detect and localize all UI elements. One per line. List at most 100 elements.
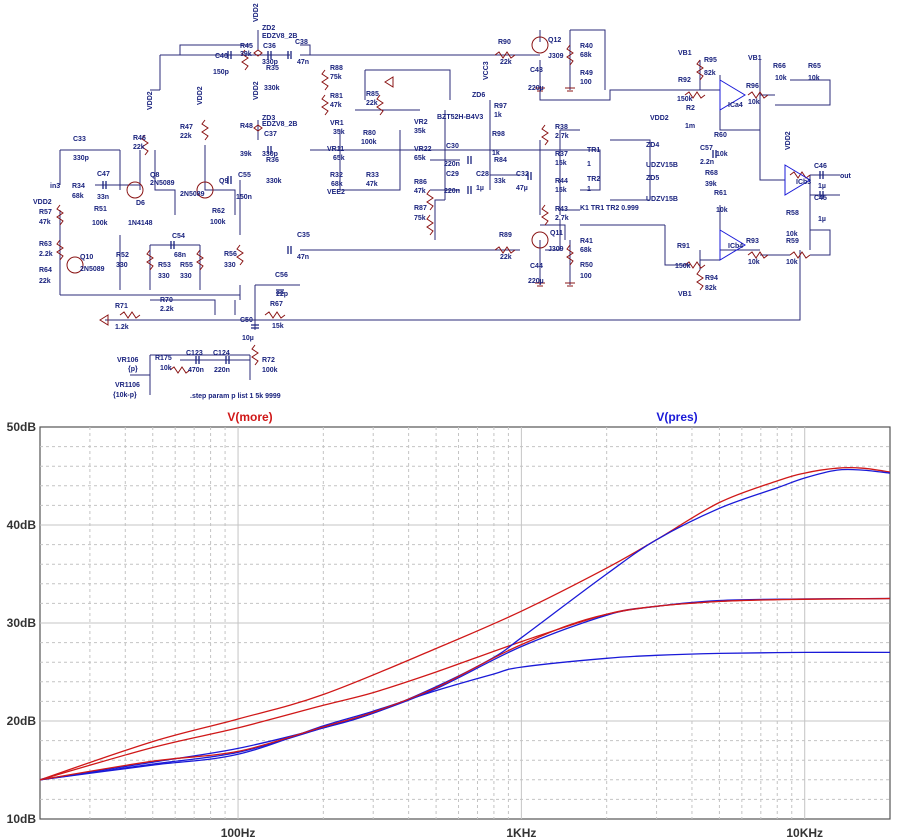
- label-r70v: 2.2k: [160, 306, 174, 313]
- label-r58v: 10k: [786, 231, 798, 238]
- label-c56v: 22p: [276, 291, 288, 298]
- label-r35: R35: [266, 65, 279, 72]
- label-r98v: 1k: [492, 150, 500, 157]
- label-r33: R33: [366, 172, 379, 179]
- label-r87v: 75k: [414, 215, 426, 222]
- label-r53v: 330: [158, 273, 170, 280]
- label-c38: C38: [295, 39, 308, 46]
- label-c33: C33: [73, 136, 86, 143]
- label-q8v: 2N5089: [150, 180, 175, 187]
- label-r53: R53: [158, 262, 171, 269]
- label-vr106: VR106: [117, 357, 139, 364]
- label-r96v: 10k: [748, 99, 760, 106]
- label-c28: C28: [476, 171, 489, 178]
- label-c124: C124: [213, 350, 230, 357]
- label-c35v: 47n: [297, 254, 309, 261]
- label-r55v: 330: [180, 273, 192, 280]
- label-r88v: 75k: [330, 74, 342, 81]
- label-vb1b: VB1: [748, 55, 762, 62]
- label-c30: C30: [446, 143, 459, 150]
- label-c46: C46: [814, 163, 827, 170]
- label-r40v: 68k: [580, 52, 592, 59]
- label-r49v: 100: [580, 79, 592, 86]
- label-vdd2-e: VDD2: [650, 115, 669, 122]
- label-r67: R67: [270, 301, 283, 308]
- label-r46: R46: [133, 135, 146, 142]
- label-c55: C55: [238, 172, 251, 179]
- label-q10v: 2N5089: [80, 266, 105, 273]
- label-r36: R36: [266, 157, 279, 164]
- label-r34v: 68k: [72, 193, 84, 200]
- label-r59v: 10k: [786, 259, 798, 266]
- label-r175v: 10k: [160, 365, 172, 372]
- label-vr1v: 35k: [333, 129, 345, 136]
- label-c55v: 150n: [236, 194, 252, 201]
- label-r45: R45: [240, 43, 253, 50]
- label-r41: R41: [580, 238, 593, 245]
- label-r92: R92: [678, 77, 691, 84]
- label-icb3: ICb3: [796, 179, 811, 186]
- capacitor-symbols: [102, 51, 824, 364]
- label-r63: R63: [39, 241, 52, 248]
- label-r56: R56: [224, 251, 237, 258]
- label-r97v: 1k: [494, 112, 502, 119]
- label-r85: R85: [366, 91, 379, 98]
- label-r33v: 47k: [366, 181, 378, 188]
- label-c40v: 150p: [213, 69, 229, 76]
- x-tick-label: 100Hz: [221, 826, 256, 840]
- label-q8: Q8: [150, 172, 159, 179]
- label-vb1a: VB1: [678, 50, 692, 57]
- label-r63v: 2.2k: [39, 251, 53, 258]
- label-r49: R49: [580, 70, 593, 77]
- label-bzt: BZT52H-B4V3: [437, 114, 483, 121]
- label-vr2v: 35k: [414, 128, 426, 135]
- label-zd4v: UDZV15B: [646, 162, 678, 169]
- label-r95: R95: [704, 57, 717, 64]
- label-r94: R94: [705, 275, 718, 282]
- label-r81: R81: [330, 93, 343, 100]
- label-r50: R50: [580, 262, 593, 269]
- label-r88: R88: [330, 65, 343, 72]
- label-r91v: 150k: [675, 263, 691, 270]
- label-r70: R70: [160, 297, 173, 304]
- label-c57: C57: [700, 145, 713, 152]
- label-r71: R71: [115, 303, 128, 310]
- label-r64v: 22k: [39, 278, 51, 285]
- label-c35: C35: [297, 232, 310, 239]
- label-vee2: VEE2: [327, 189, 345, 196]
- label-r51v: 100k: [92, 220, 108, 227]
- circuit-schematic: VDD2ZD2EDZV8_2BR4539kC36330pC3847nC40150…: [33, 3, 852, 400]
- label-r44: R44: [555, 178, 568, 185]
- y-tick-label: 40dB: [7, 518, 37, 532]
- label-vdd2-d: VDD2: [253, 81, 260, 100]
- label-icb4: ICb4: [728, 243, 743, 250]
- label-r48v: 39k: [240, 151, 252, 158]
- label-vr1106: VR1106: [115, 382, 140, 389]
- label-vr1: VR1: [330, 120, 344, 127]
- label-vr106v: {p}: [128, 366, 138, 373]
- label-q10: Q10: [80, 254, 93, 261]
- label-r62: R62: [212, 208, 225, 215]
- label-r45v: 39k: [240, 51, 252, 58]
- label-r38: R38: [555, 124, 568, 131]
- label-r96: R96: [746, 83, 759, 90]
- label-zd2: ZD2: [262, 25, 275, 32]
- label-r60: R60: [714, 132, 727, 139]
- label-r55: R55: [180, 262, 193, 269]
- label-r37v: 15k: [555, 160, 567, 167]
- label-r38v: 2.7k: [555, 133, 569, 140]
- y-tick-label: 30dB: [7, 616, 37, 630]
- label-c44v: 220µ: [528, 278, 544, 285]
- label-r43: R43: [555, 206, 568, 213]
- label-r58: R58: [786, 210, 799, 217]
- label-in3: in3: [50, 183, 60, 190]
- label-r85v: 22k: [366, 100, 378, 107]
- label-r52: R52: [116, 252, 129, 259]
- label-r48: R48: [240, 123, 253, 130]
- label-r80v: 100k: [361, 139, 377, 146]
- plot-grid: [40, 427, 890, 819]
- legend-v-pres: V(pres): [656, 410, 697, 424]
- label-c46v: 1µ: [818, 183, 826, 190]
